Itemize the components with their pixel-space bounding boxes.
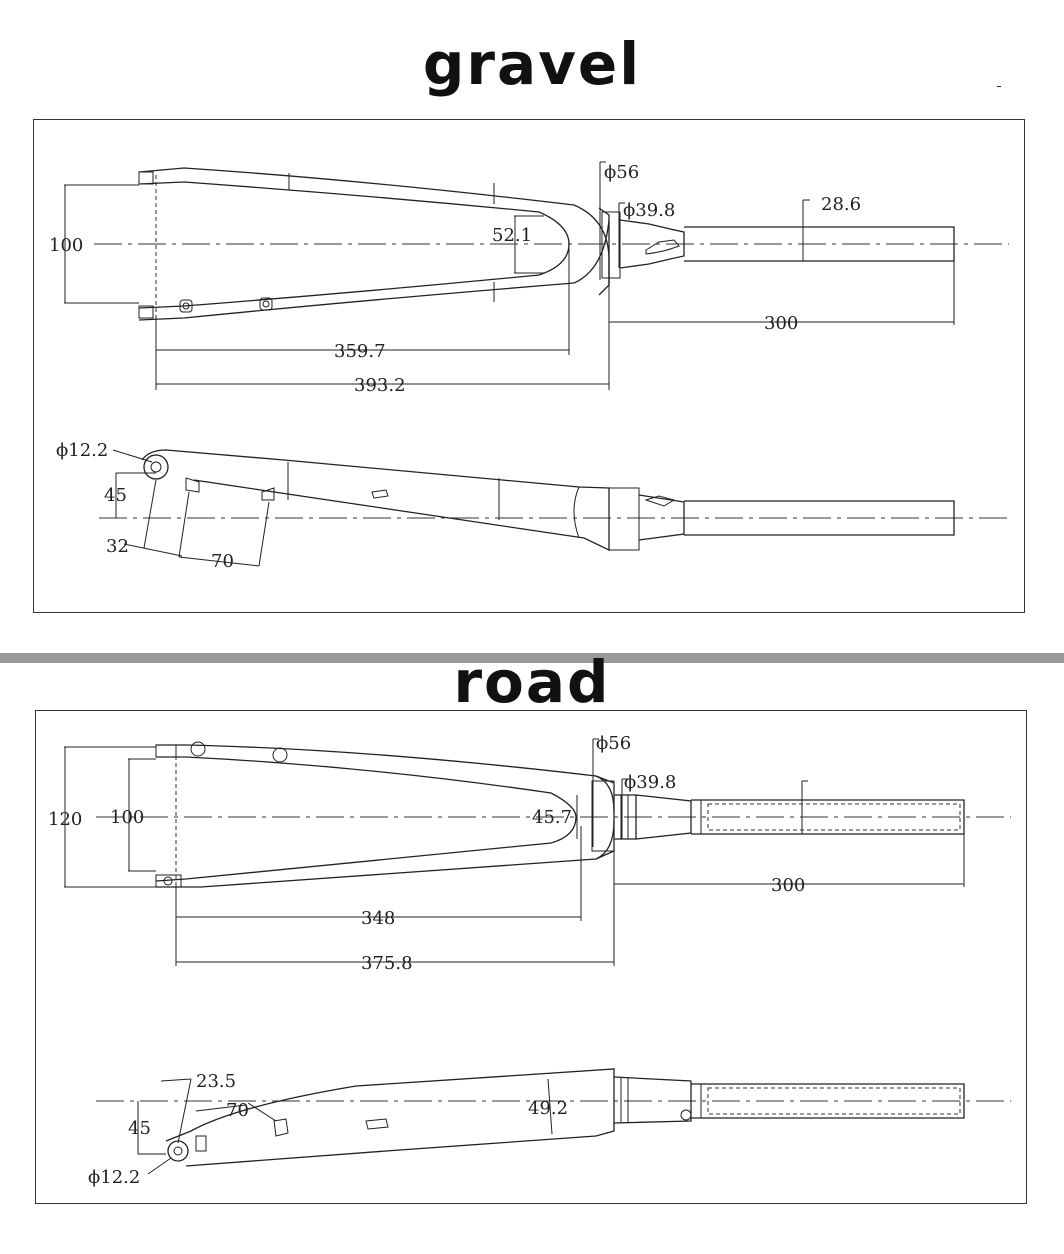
- dim-crown-clearance: 52.1: [492, 225, 532, 246]
- dim-mount-spacing-b: 70: [226, 1100, 249, 1121]
- gravel-drawing-panel: ϕ56 ϕ39.8 28.6 100 52.1 300 359.7 393.2 …: [33, 119, 1025, 613]
- dim-dropout-dia: ϕ12.2: [88, 1167, 140, 1188]
- dim-axle-to-crown: 348: [361, 908, 395, 929]
- dim-steerer-base-dia: ϕ56: [604, 162, 639, 183]
- dim-steerer-base-dia: ϕ56: [596, 733, 631, 754]
- road-drawing-panel: ϕ56 ϕ39.8 120 100 45.7 300 348 375.8 23.…: [35, 710, 1027, 1204]
- stray-mark: [997, 86, 1001, 87]
- dim-steerer-length: 300: [771, 875, 805, 896]
- dim-offset: 45: [104, 485, 127, 506]
- gravel-title: gravel: [422, 30, 642, 98]
- dim-axle-to-crown: 359.7: [334, 341, 386, 362]
- dim-axle-spacing: 100: [110, 807, 144, 828]
- dim-steerer-top-dia: ϕ39.8: [623, 200, 675, 221]
- dim-outer-width: 120: [48, 809, 82, 830]
- dim-mount-spacing-a: 32: [106, 536, 129, 557]
- dim-axle-to-crown-race: 375.8: [361, 953, 413, 974]
- dim-mount-spacing-b: 70: [211, 551, 234, 572]
- dim-steerer-length: 300: [764, 313, 798, 334]
- dim-blade-depth: 49.2: [528, 1098, 568, 1119]
- gravel-side-view: [112, 449, 955, 567]
- gravel-top-view: [64, 161, 955, 390]
- dim-crown-clearance: 45.7: [532, 807, 572, 828]
- road-drawing: ϕ56 ϕ39.8 120 100 45.7 300 348 375.8 23.…: [48, 733, 1011, 1188]
- section-divider: [0, 653, 1064, 663]
- road-side-view: [137, 1068, 965, 1175]
- dim-dropout-dia: ϕ12.2: [56, 440, 108, 461]
- dim-offset: 45: [128, 1118, 151, 1139]
- dim-axle-to-crown-race: 393.2: [354, 375, 406, 396]
- road-title: road: [453, 648, 611, 716]
- dim-steerer-top-dia: ϕ39.8: [624, 772, 676, 793]
- dim-steerer-dia: 28.6: [821, 194, 861, 215]
- gravel-drawing: ϕ56 ϕ39.8 28.6 100 52.1 300 359.7 393.2 …: [49, 161, 1009, 572]
- road-top-view: [64, 738, 965, 966]
- dim-mount-spacing-a: 23.5: [196, 1071, 236, 1092]
- dim-axle-spacing: 100: [49, 235, 83, 256]
